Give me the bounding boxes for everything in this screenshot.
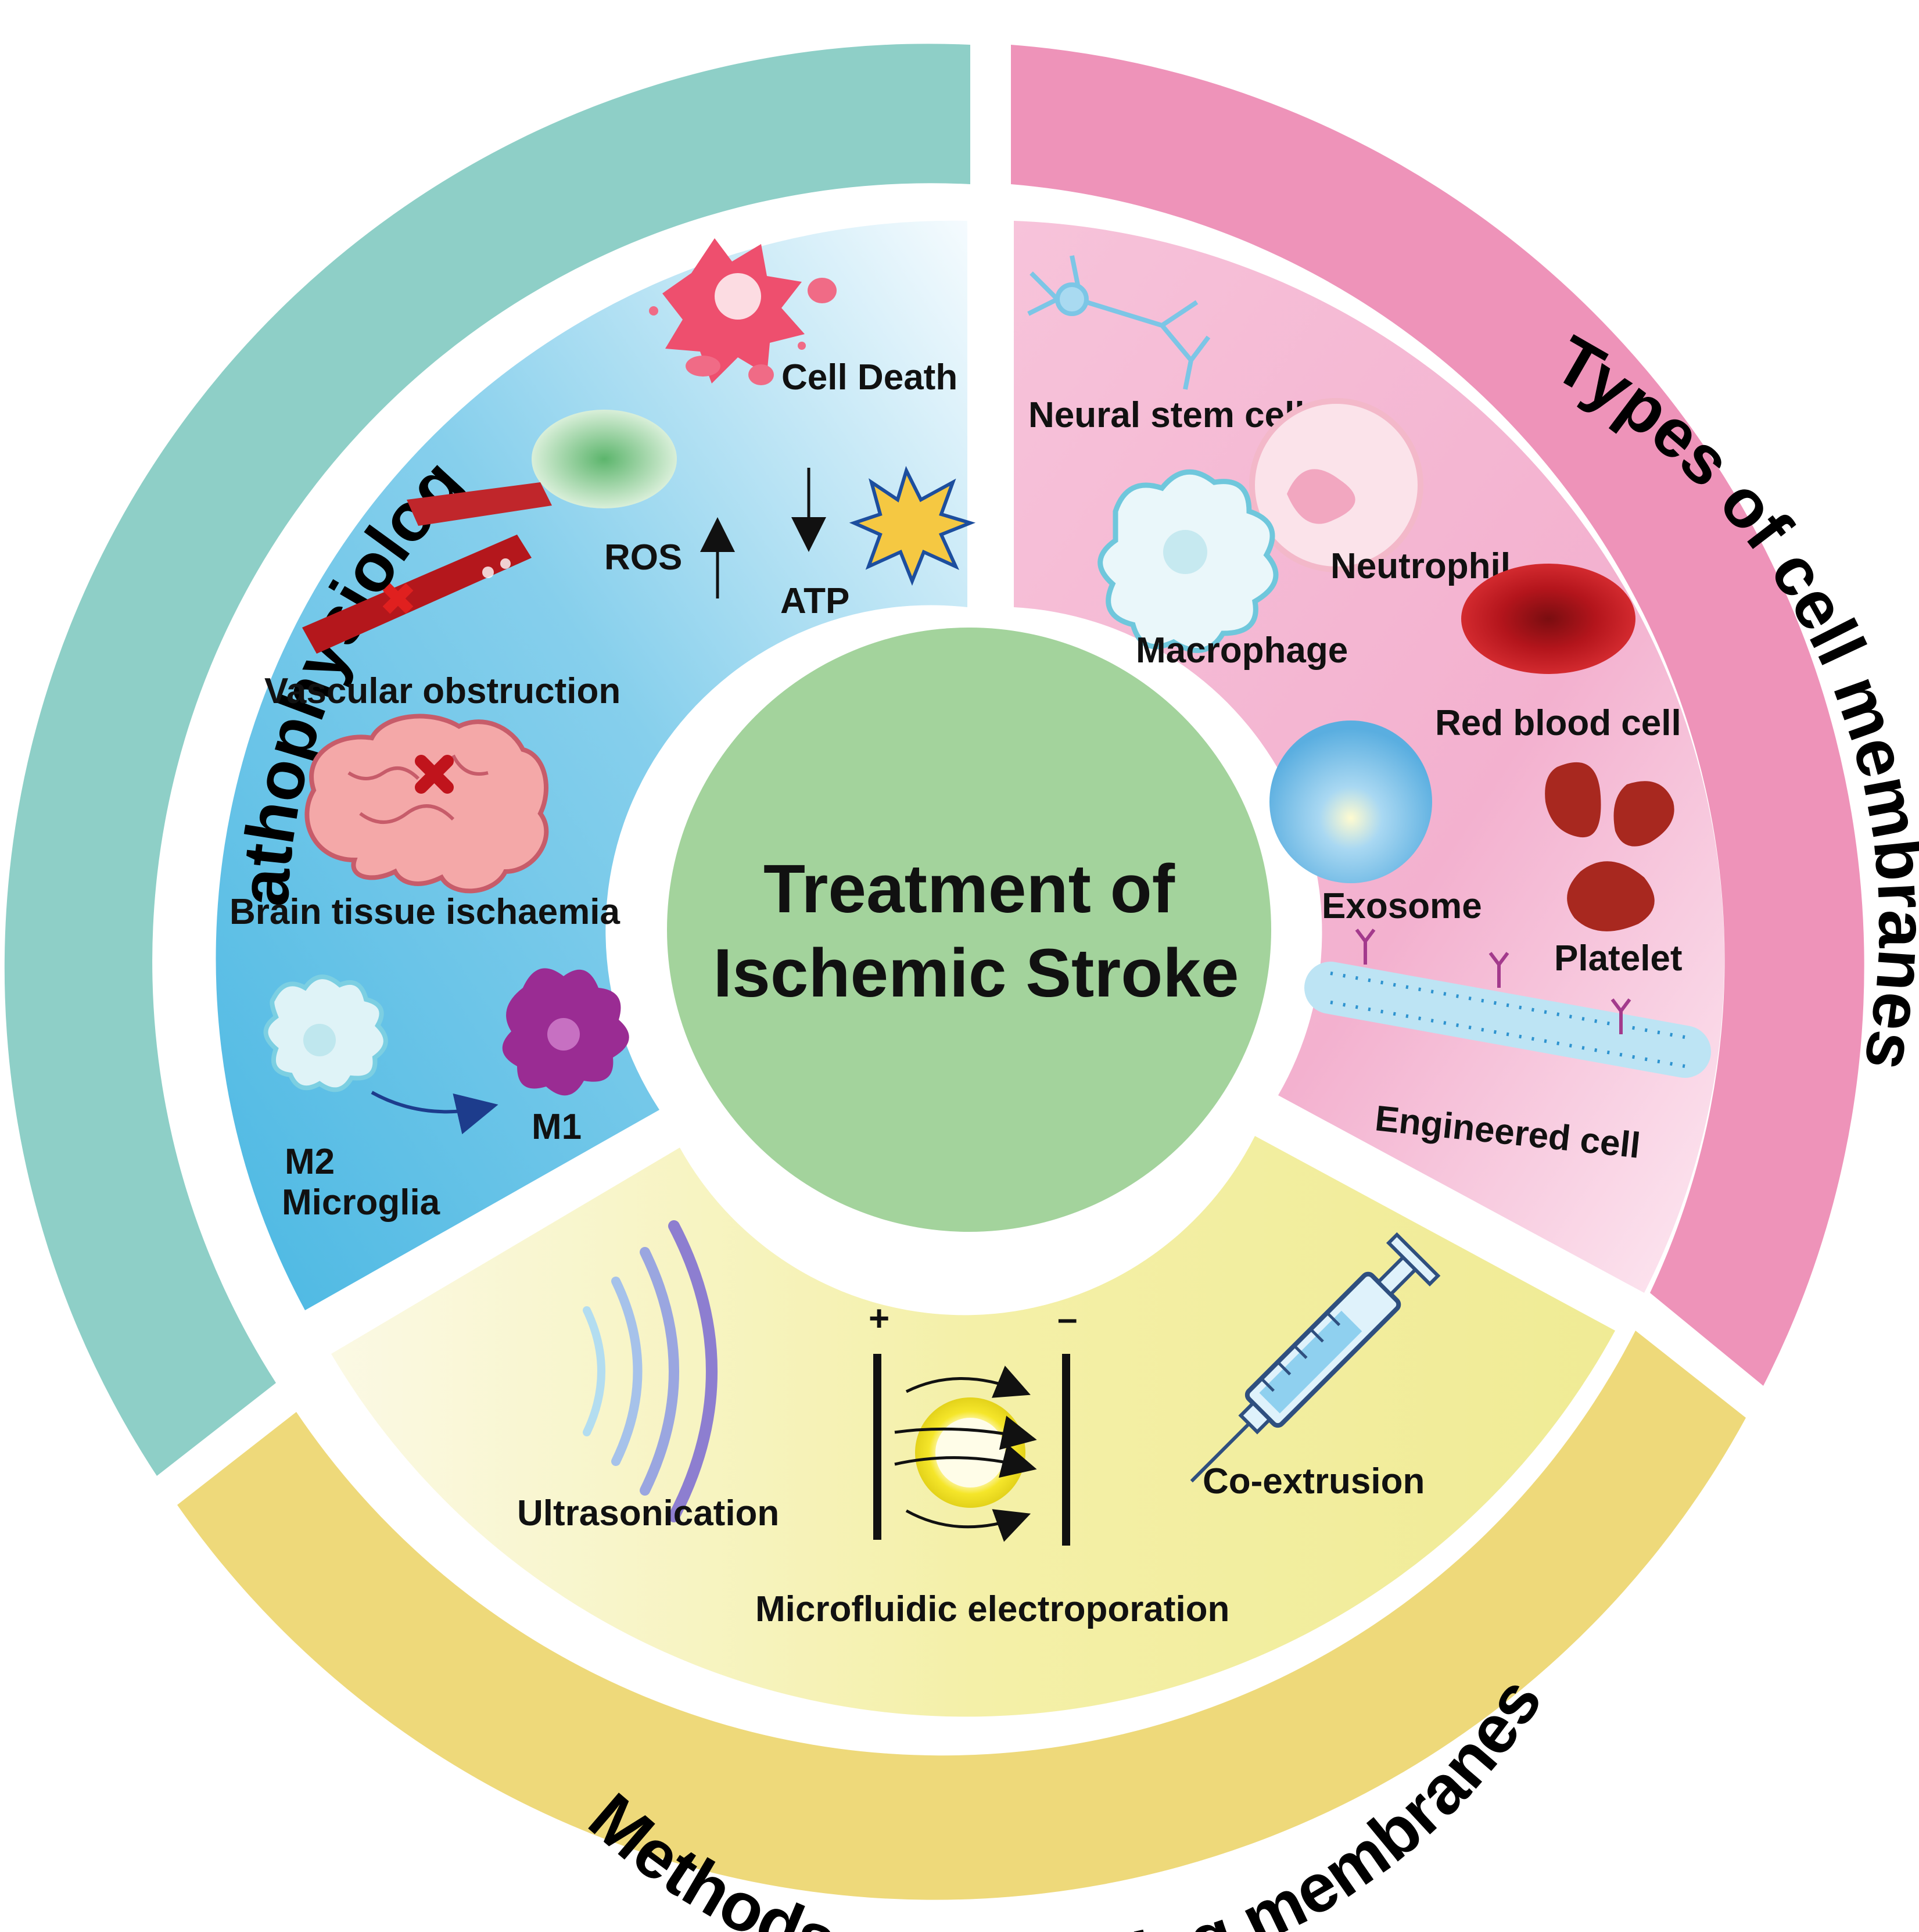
blood-vessel-icon (302, 482, 552, 654)
label-neutrophil: Neutrophil (1330, 546, 1511, 586)
ring-segment-methods (177, 1331, 1746, 1900)
exosome-icon (1269, 721, 1432, 883)
platelet-icon (1545, 762, 1674, 931)
label-microglia: Microglia (282, 1182, 440, 1223)
ring-segment-types (1011, 45, 1864, 1386)
cell-death-icon (649, 238, 837, 385)
label-microfluidic-electroporation: Microfluidic electroporation (755, 1589, 1229, 1629)
green-cell-icon (532, 410, 677, 508)
ultrasound-waves-icon (583, 1220, 718, 1522)
center-title-line2: Ischemic Stroke (713, 935, 1239, 1012)
macrophage-icon (1097, 469, 1279, 653)
label-m2: M2 (285, 1142, 335, 1182)
label-neural-stem-cell: Neural stem cell (1028, 395, 1305, 435)
sector-pathophysiology (216, 220, 967, 1310)
engineered-cell-membrane-icon (1304, 929, 1711, 1078)
label-exosome: Exosome (1322, 886, 1482, 926)
label-cell-death: Cell Death (781, 357, 957, 397)
label-ros: ROS (604, 537, 682, 578)
electroporation-icon: + – (869, 1299, 1077, 1546)
label-platelet: Platelet (1554, 938, 1683, 978)
neutrophil-icon (1249, 398, 1423, 572)
label-vascular-obstruction: Vascular obstruction (264, 671, 620, 711)
label-brain-tissue-ischaemia: Brain tissue ischaemia (229, 892, 620, 932)
syringe-icon (1190, 1232, 1441, 1483)
minus-electrode-label: – (1057, 1299, 1077, 1339)
label-ultrasonication: Ultrasonication (517, 1493, 779, 1533)
brain-icon (304, 714, 549, 894)
atp-burst-icon (849, 465, 976, 586)
label-m1: M1 (532, 1107, 582, 1147)
label-macrophage: Macrophage (1136, 630, 1348, 671)
label-co-extrusion: Co-extrusion (1203, 1461, 1425, 1501)
microglia-arrow-icon (371, 1091, 498, 1135)
label-red-blood-cell: Red blood cell (1435, 703, 1681, 743)
center-title-line1: Treatment of (763, 851, 1175, 927)
label-atp: ATP (780, 581, 849, 621)
red-blood-cell-icon (1461, 564, 1635, 674)
m2-microglia-icon (263, 974, 388, 1092)
plus-electrode-label: + (869, 1299, 889, 1339)
neural-stem-cell-icon (1027, 255, 1211, 390)
m1-microglia-icon (502, 968, 629, 1096)
center-circle (667, 628, 1271, 1232)
ring-segment-pathophysiology (4, 44, 970, 1476)
